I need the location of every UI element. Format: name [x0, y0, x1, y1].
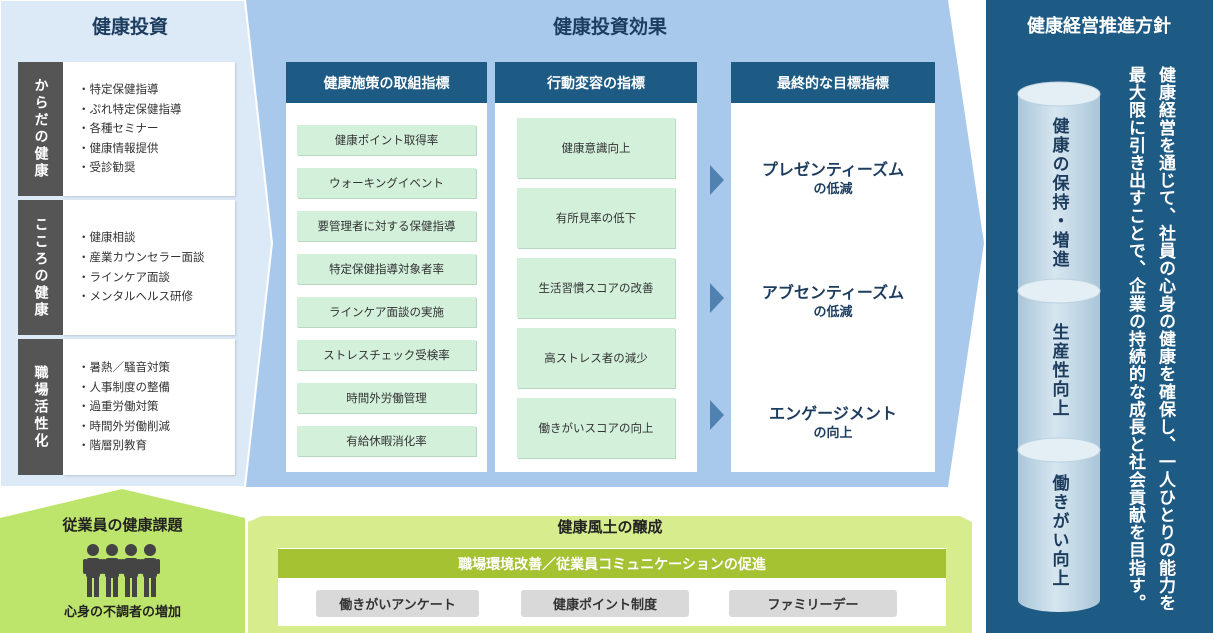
category-list-workplace: ・暑熱／騒音対策 ・人事制度の整備 ・過重労働対策 ・時間外労働削減 ・階層別教…: [63, 339, 235, 475]
category-tag-workplace: 職場活性化: [18, 339, 63, 475]
column-header: 行動変容の指標: [495, 62, 697, 103]
initiative-chip: 働きがいアンケート: [316, 590, 479, 617]
indicator-box: 健康意識向上: [517, 118, 675, 178]
indicator-box: 働きがいスコアの向上: [517, 398, 675, 458]
pillar-cylinders: [1017, 81, 1101, 612]
issues-caption: 心身の不調者の増加: [63, 605, 181, 620]
cylinder-icon: [1017, 81, 1101, 303]
pillar-engagement: 働きがい向上: [1018, 462, 1100, 600]
category-label: からだの健康: [32, 78, 49, 180]
category-label: 職場活性化: [32, 364, 49, 450]
list-item: ・ラインケア面談: [78, 269, 170, 284]
list-item: ・時間外労働削減: [78, 418, 170, 433]
culture-box: 職場環境改善／従業員コミュニケーションの促進 働きがいアンケート 健康ポイント制…: [278, 548, 946, 626]
indicator-box: 健康ポイント取得率: [297, 125, 476, 155]
policy-statement: 健康経営を通じて、社員の心身の健康を確保し、一人ひとりの能力を 最大限に引き出す…: [1120, 66, 1180, 626]
column-final-goals: 最終的な目標指標 プレゼンティーズム の低減 アブセンティーズム の低減 エンゲ…: [731, 62, 935, 472]
pillar-health: 健康の保持・増進: [1018, 106, 1100, 279]
goal-subtitle: の低減: [813, 305, 853, 320]
indicator-box: 要管理者に対する保健指導: [297, 211, 476, 241]
column-header: 健康施策の取組指標: [286, 62, 487, 103]
list-item: ・暑熱／騒音対策: [78, 360, 170, 375]
goal-engagement: エンゲージメント の向上: [731, 403, 935, 443]
goal-subtitle: の向上: [813, 426, 853, 441]
initiative-chip: 健康ポイント制度: [521, 590, 689, 617]
list-item: ・メンタルヘルス研修: [78, 289, 193, 304]
list-item: ・各種セミナー: [78, 121, 159, 136]
indicator-box: ラインケア面談の実施: [297, 297, 476, 327]
culture-title: 健康風土の醸成: [557, 518, 663, 536]
indicator-box: ウォーキングイベント: [297, 168, 476, 198]
goal-title: エンゲージメント: [769, 404, 897, 423]
indicator-box: 特定保健指導対象者率: [297, 254, 476, 284]
pillar-label: 生産性向上: [1048, 323, 1069, 418]
culture-banner: 職場環境改善／従業員コミュニケーションの促進: [278, 549, 946, 578]
list-item: ・産業カウンセラー面談: [78, 249, 205, 264]
list-item: ・人事制度の整備: [78, 379, 170, 394]
list-item: ・過重労働対策: [78, 399, 159, 414]
category-tag-mind: こころの健康: [18, 200, 63, 335]
investment-title: 健康投資: [91, 16, 168, 38]
goal-presenteeism: プレゼンティーズム の低減: [731, 159, 935, 199]
indicator-box: 生活習慣スコアの改善: [517, 258, 675, 318]
goal-subtitle: の低減: [813, 182, 853, 197]
effects-title: 健康投資効果: [552, 16, 667, 38]
statement-line: 最大限に引き出すことで、企業の持続的な成長と社会貢献を目指す。: [1125, 66, 1145, 612]
list-item: ・受診勧奨: [78, 160, 136, 175]
list-item: ・健康情報提供: [78, 140, 159, 155]
column-header: 最終的な目標指標: [731, 62, 935, 103]
goal-title: プレゼンティーズム: [761, 160, 905, 179]
people-group-icon: [83, 544, 160, 597]
initiative-chip: ファミリーデー: [729, 590, 897, 617]
cylinder-icon: [1017, 278, 1101, 462]
category-list-body: ・特定保健指導 ・ぷれ特定保健指導 ・各種セミナー ・健康情報提供 ・受診勧奨: [63, 62, 235, 196]
goal-absenteeism: アブセンティーズム の低減: [731, 282, 935, 322]
issues-title: 従業員の健康課題: [62, 516, 183, 534]
cylinder-icon: [1017, 437, 1101, 612]
statement-line: 健康経営を通じて、社員の心身の健康を確保し、一人ひとりの能力を: [1155, 66, 1175, 612]
list-item: ・健康相談: [78, 230, 136, 245]
indicator-box: ストレスチェック受検率: [297, 340, 476, 370]
indicator-box: 高ストレス者の減少: [517, 328, 675, 388]
list-item: ・特定保健指導: [78, 82, 159, 97]
triangle-right-icon: [710, 165, 724, 195]
pillar-label: 働きがい向上: [1048, 474, 1069, 588]
category-tag-body: からだの健康: [18, 62, 63, 196]
column-initiative-indicators: 健康施策の取組指標 健康ポイント取得率 ウォーキングイベント 要管理者に対する保…: [286, 62, 487, 472]
indicator-box: 時間外労働管理: [297, 383, 476, 413]
goal-title: アブセンティーズム: [761, 283, 905, 302]
list-item: ・階層別教育: [78, 438, 147, 453]
list-item: ・ぷれ特定保健指導: [78, 101, 182, 116]
column-behavior-indicators: 行動変容の指標 健康意識向上 有所見率の低下 生活習慣スコアの改善 高ストレス者…: [495, 62, 697, 472]
pillar-productivity: 生産性向上: [1018, 303, 1100, 438]
indicator-box: 有所見率の低下: [517, 188, 675, 248]
indicator-box: 有給休暇消化率: [297, 426, 476, 456]
category-list-mind: ・健康相談 ・産業カウンセラー面談 ・ラインケア面談 ・メンタルヘルス研修: [63, 200, 235, 335]
category-label: こころの健康: [32, 216, 49, 319]
triangle-right-icon: [710, 400, 724, 430]
pillar-label: 健康の保持・増進: [1048, 116, 1069, 269]
triangle-right-icon: [710, 283, 724, 313]
policy-title: 健康経営推進方針: [1027, 16, 1171, 37]
